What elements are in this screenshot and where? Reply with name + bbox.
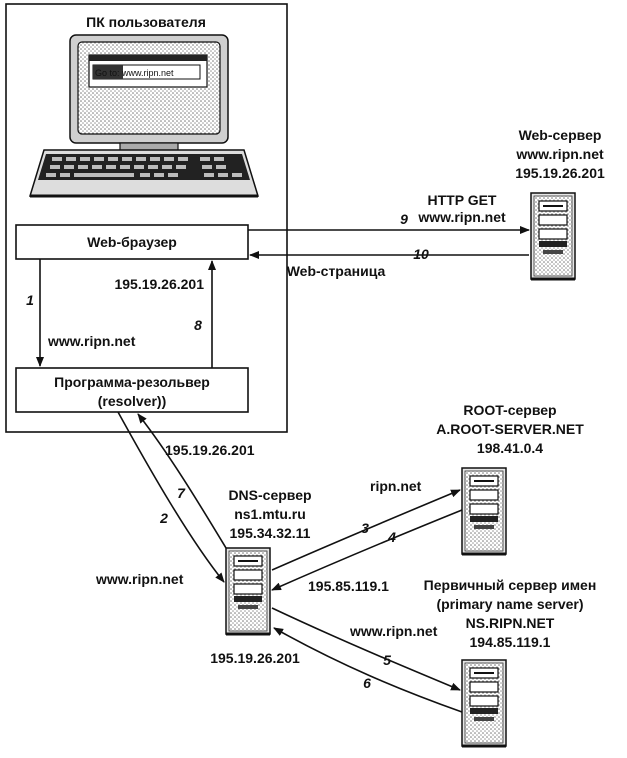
step-2-number: 2 (159, 510, 168, 526)
step-4-ip-label: 195.85.119.1 (308, 578, 389, 594)
step-7-ip-label: 195.19.26.201 (165, 442, 255, 458)
root-server-name: ROOT-сервер (463, 402, 556, 418)
step-10-number: 10 (413, 246, 429, 262)
web-server-name: Web-сервер (519, 127, 602, 143)
web-server-host: www.ripn.net (515, 146, 604, 162)
primary-server-host: NS.RIPN.NET (466, 615, 555, 631)
step-1-query-label: www.ripn.net (47, 333, 136, 349)
step-1-number: 1 (26, 292, 34, 308)
screen-address-text: Go to: www.ripn.net (95, 68, 174, 78)
resolver-label-1: Программа-резольвер (54, 374, 210, 390)
step-3-number: 3 (361, 520, 369, 536)
step-2-query-label: www.ripn.net (95, 571, 184, 587)
primary-server-name: Первичный сервер имен (424, 577, 597, 593)
dns-server-ip: 195.34.32.11 (230, 525, 311, 541)
web-page-label: Web-страница (287, 263, 386, 279)
step-7-number: 7 (177, 485, 186, 501)
root-server-icon (462, 468, 506, 554)
arrow-6 (274, 628, 462, 712)
http-get-host-label: www.ripn.net (417, 209, 506, 225)
dns-server-icon (226, 548, 270, 634)
step-3-query-label: ripn.net (370, 478, 422, 494)
root-server-ip: 198.41.0.4 (477, 440, 543, 456)
resolver-label-2: (resolver)) (98, 393, 166, 409)
keyboard-icon (30, 150, 258, 196)
step-5-query-label: www.ripn.net (349, 623, 438, 639)
primary-server-icon (462, 660, 506, 746)
monitor-icon: Go to: www.ripn.net (70, 35, 228, 151)
step-8-ip-label: 195.19.26.201 (114, 276, 204, 292)
root-server-host: A.ROOT-SERVER.NET (436, 421, 584, 437)
step-5-number: 5 (383, 652, 391, 668)
dns-server-resolved-ip: 195.19.26.201 (210, 650, 300, 666)
step-6-number: 6 (363, 675, 371, 691)
dns-server-name: DNS-сервер (228, 487, 311, 503)
step-4-number: 4 (387, 529, 396, 545)
http-get-label: HTTP GET (428, 192, 497, 208)
web-browser-label: Web-браузер (87, 234, 177, 250)
arrow-2 (118, 412, 224, 582)
web-server-icon (531, 193, 575, 279)
step-9-number: 9 (400, 211, 408, 227)
dns-server-host: ns1.mtu.ru (234, 506, 306, 522)
primary-server-subtitle: (primary name server) (436, 596, 583, 612)
primary-server-ip: 194.85.119.1 (470, 634, 551, 650)
step-8-number: 8 (194, 317, 202, 333)
pc-title: ПК пользователя (86, 14, 206, 30)
arrow-7 (138, 414, 226, 548)
web-server-ip: 195.19.26.201 (515, 165, 605, 181)
